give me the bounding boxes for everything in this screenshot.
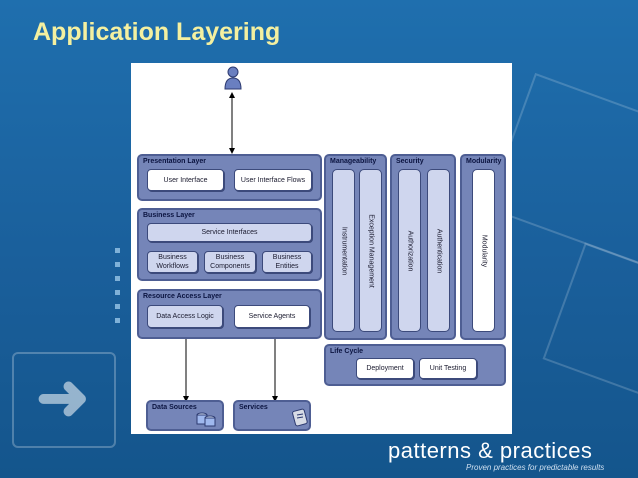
business-components-box: Business Components	[204, 251, 256, 273]
modularity-box: Modularity	[472, 169, 495, 332]
life-cycle-title: Life Cycle	[330, 348, 364, 355]
service-interfaces-box: Service Interfaces	[147, 223, 312, 242]
instrumentation-label: Instrumentation	[340, 226, 347, 275]
life-cycle-layer: Life Cycle Deployment Unit Testing	[324, 344, 506, 386]
business-workflows-box: Business Workflows	[147, 251, 198, 273]
services-block: Services	[233, 400, 311, 431]
security-column: Security Authorization Authentication	[390, 154, 456, 340]
service-agents-box: Service Agents	[234, 305, 310, 328]
connector-arrows	[183, 92, 278, 402]
security-title: Security	[396, 158, 424, 165]
authorization-box: Authorization	[398, 169, 421, 332]
data-access-logic-box: Data Access Logic	[147, 305, 223, 328]
arrow-logo-icon: ➜	[12, 352, 116, 448]
business-layer-title: Business Layer	[143, 212, 195, 219]
presentation-layer-title: Presentation Layer	[143, 158, 207, 165]
background-decoration	[542, 242, 638, 402]
manageability-column: Manageability Instrumentation Exception …	[324, 154, 387, 340]
deployment-box: Deployment	[356, 358, 414, 379]
manageability-title: Manageability	[330, 158, 377, 165]
services-icon	[291, 408, 309, 433]
resource-access-layer-title: Resource Access Layer	[143, 293, 222, 300]
presentation-layer: Presentation Layer User Interface User I…	[137, 154, 322, 201]
business-entities-box: Business Entities	[262, 251, 312, 273]
footer-brand: patterns & practices	[388, 438, 593, 463]
modularity-title: Modularity	[466, 158, 502, 165]
user-icon	[223, 66, 243, 90]
decorative-bullets	[115, 248, 120, 332]
architecture-diagram: Presentation Layer User Interface User I…	[131, 63, 512, 434]
modularity-column: Modularity Modularity	[460, 154, 506, 340]
business-layer: Business Layer Service Interfaces Busine…	[137, 208, 322, 281]
authentication-box: Authentication	[427, 169, 450, 332]
data-sources-block: Data Sources	[146, 400, 224, 431]
authentication-label: Authentication	[435, 228, 442, 273]
exception-management-label: Exception Management	[367, 213, 374, 288]
user-interface-box: User Interface	[147, 169, 224, 191]
resource-access-layer: Resource Access Layer Data Access Logic …	[137, 289, 322, 339]
footer-tagline: Proven practices for predictable results	[466, 463, 605, 472]
exception-management-box: Exception Management	[359, 169, 382, 332]
unit-testing-box: Unit Testing	[419, 358, 477, 379]
data-sources-title: Data Sources	[152, 404, 197, 411]
slide-title: Application Layering	[33, 18, 281, 46]
authorization-label: Authorization	[406, 230, 413, 271]
database-icon	[195, 410, 217, 433]
instrumentation-box: Instrumentation	[332, 169, 355, 332]
services-title: Services	[239, 404, 268, 411]
modularity-label: Modularity	[480, 234, 487, 267]
user-interface-flows-box: User Interface Flows	[234, 169, 312, 191]
